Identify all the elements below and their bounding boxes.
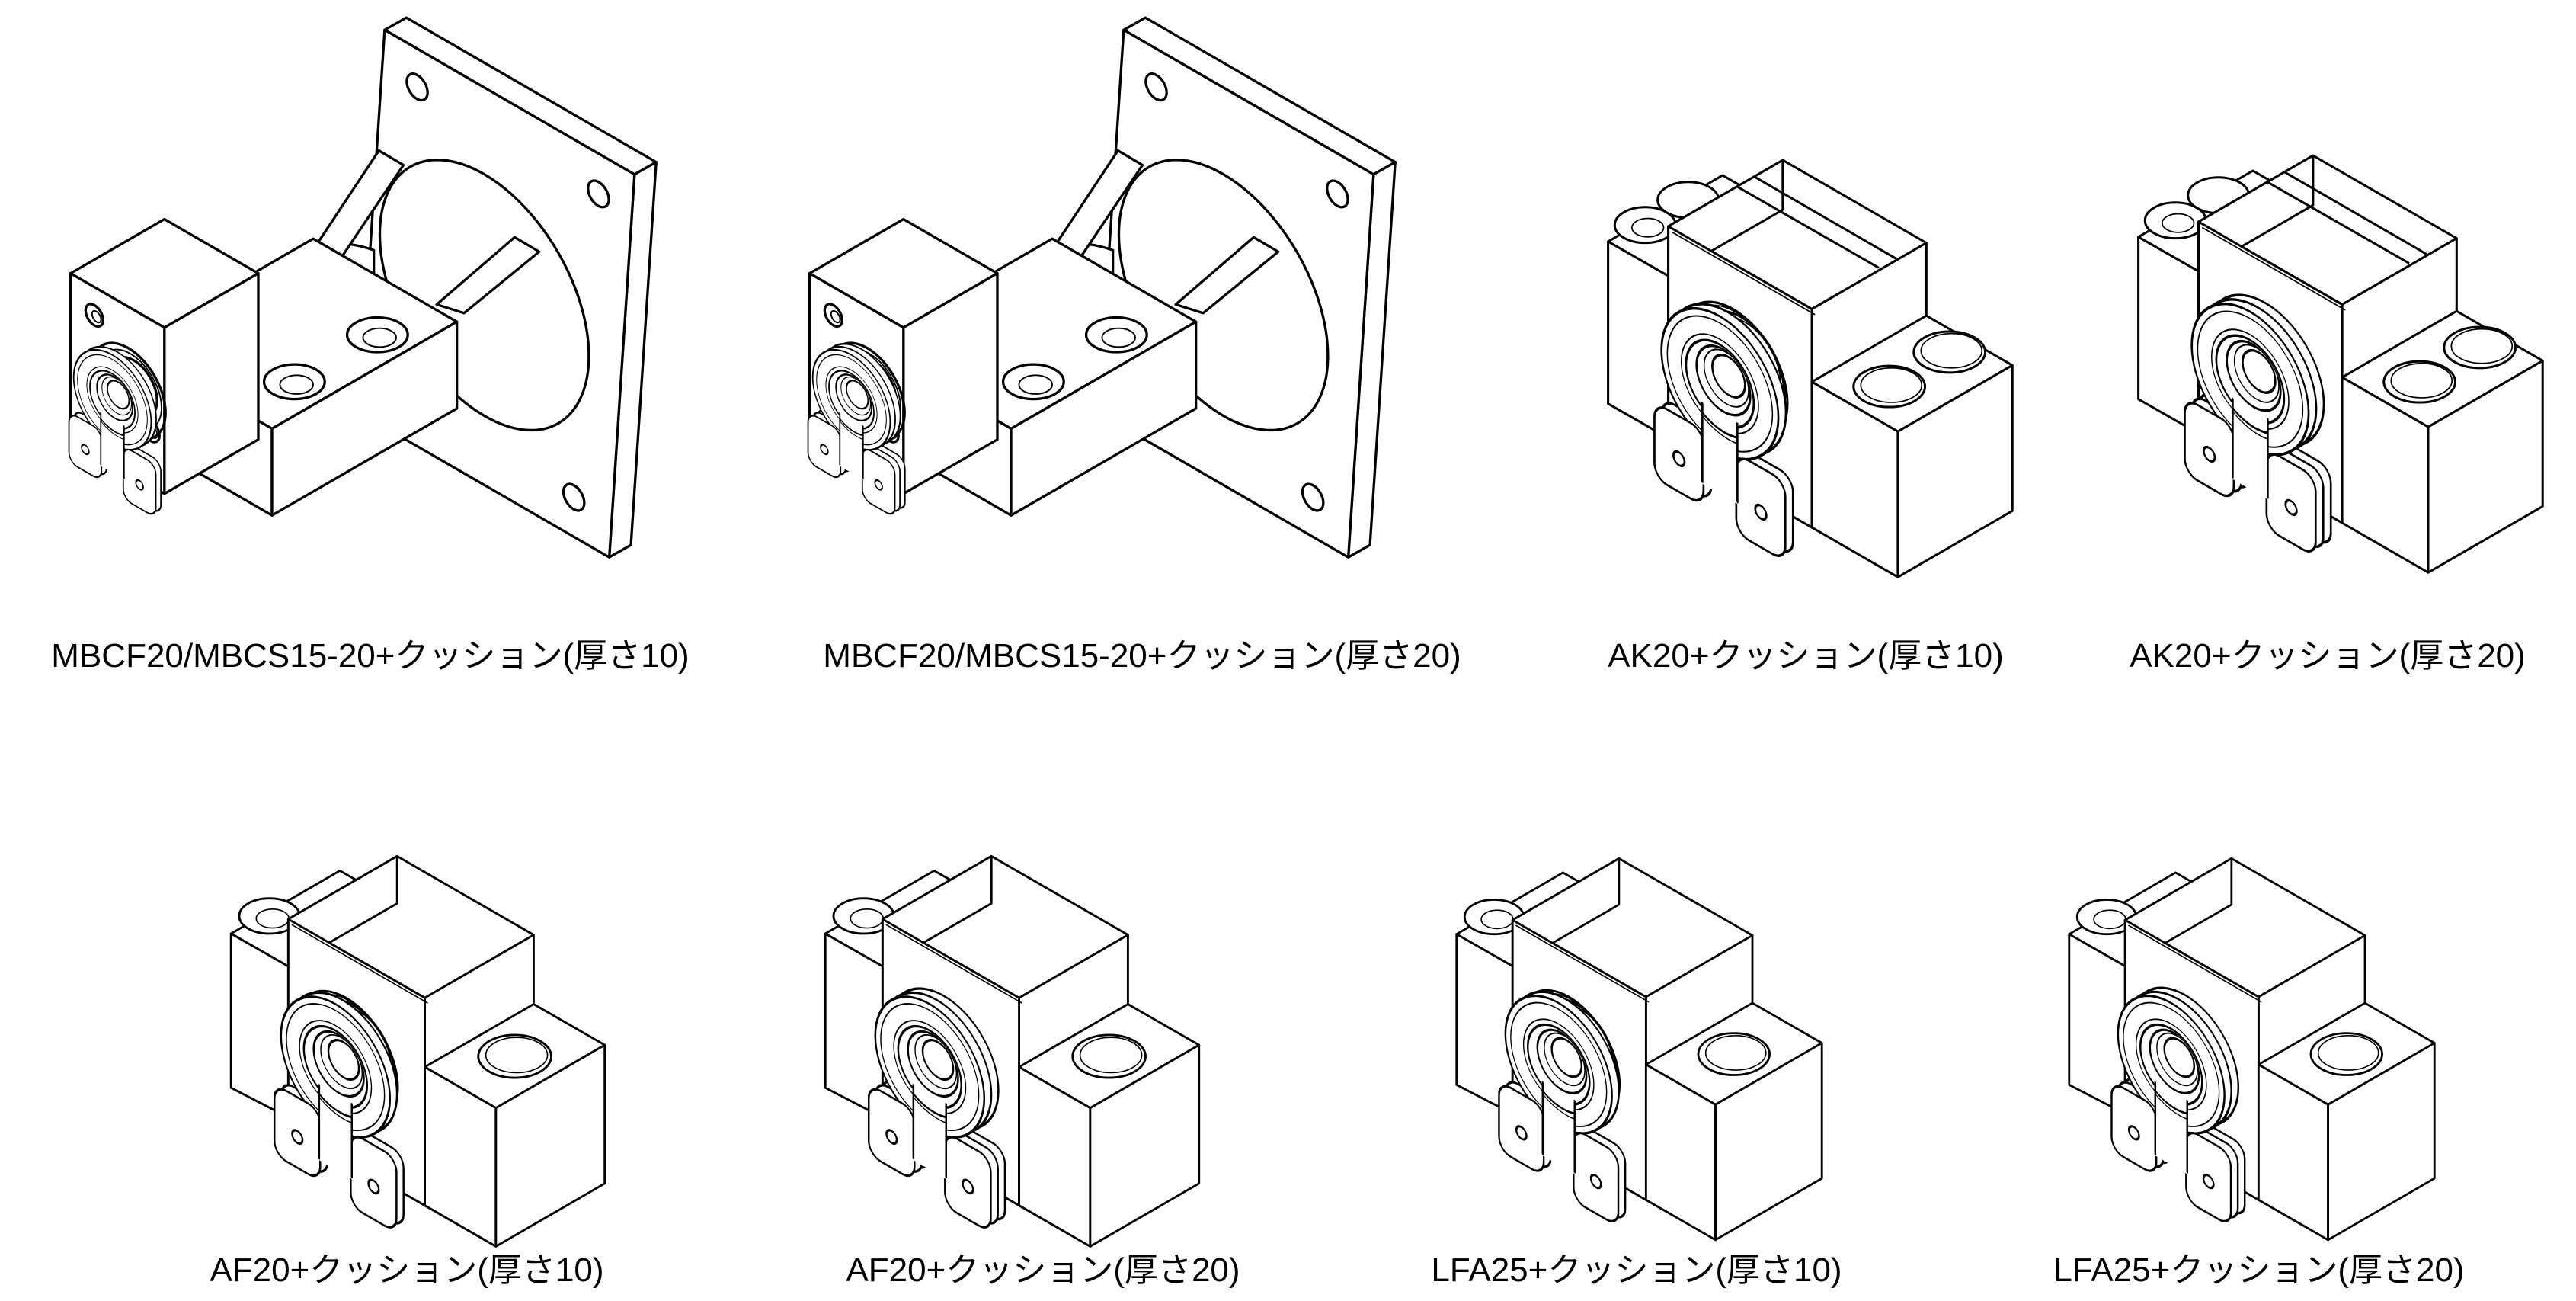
isometric-drawing-lfa-flange	[1455, 857, 1823, 1242]
isometric-drawing-af-flange	[229, 854, 606, 1248]
figure-lfa25-cushion10	[1408, 825, 1838, 1259]
figure-caption: AK20+クッション(厚さ20)	[2130, 637, 2526, 675]
isometric-drawing-mbcf-bracket	[748, 16, 1397, 559]
isometric-drawing-ak-block	[1607, 159, 2014, 578]
figure-af20-cushion20	[776, 822, 1216, 1266]
figure-ak20-cushion10	[1556, 120, 2059, 588]
figure-caption: AF20+クッション(厚さ10)	[210, 1251, 604, 1289]
isometric-drawing-lfa-flange	[2068, 857, 2436, 1242]
figure-caption: AK20+クッション(厚さ10)	[1608, 637, 2004, 675]
figure-caption: MBCF20/MBCS15-20+クッション(厚さ20)	[823, 637, 1461, 675]
figure-caption: MBCF20/MBCS15-20+クッション(厚さ10)	[51, 637, 690, 675]
figure-caption: AF20+クッション(厚さ20)	[846, 1251, 1240, 1289]
isometric-drawing-ak-block	[2137, 154, 2544, 574]
figure-caption: LFA25+クッション(厚さ20)	[2053, 1251, 2465, 1289]
figure-ak20-cushion20	[2086, 116, 2576, 583]
isometric-drawing-mbcf-bracket	[9, 16, 658, 559]
isometric-drawing-af-flange	[824, 854, 1201, 1248]
figure-lfa25-cushion20	[2021, 825, 2451, 1259]
figure-caption: LFA25+クッション(厚さ10)	[1431, 1251, 1842, 1289]
figure-af20-cushion10	[181, 822, 622, 1266]
figure-mbcf20-mbcs15-20-cushion10	[9, 6, 674, 588]
figure-mbcf20-mbcs15-20-cushion20	[748, 6, 1413, 588]
